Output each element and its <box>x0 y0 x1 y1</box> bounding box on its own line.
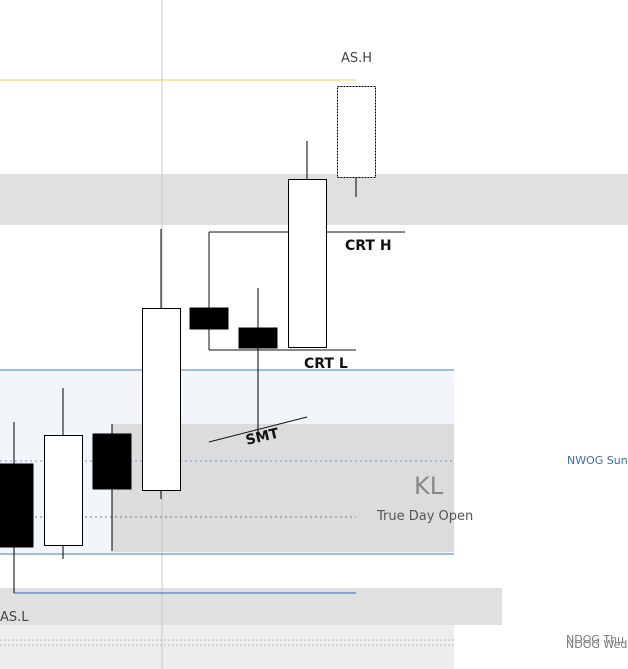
crt-low-label: CRT L <box>304 356 348 372</box>
lower-grey-zone <box>0 588 502 625</box>
bottom-grey-zone <box>0 625 454 669</box>
asia-low-label: AS.L <box>0 610 29 625</box>
candle-1 <box>0 422 34 593</box>
candle-3 <box>92 424 132 551</box>
nwog-label: NWOG Sund <box>567 454 628 467</box>
ndog-label-2: NDOG Wed <box>566 638 628 651</box>
candle-4 <box>142 229 181 499</box>
ndog-label-1: NDOG Thu <box>566 633 625 646</box>
crt-high-label: CRT H <box>345 238 392 254</box>
key-level-label: KL <box>414 472 444 500</box>
candle-6 <box>238 288 278 432</box>
candle-7 <box>288 141 327 348</box>
candle-8 <box>337 86 376 197</box>
candle-2 <box>44 388 83 559</box>
candle-5 <box>189 307 229 330</box>
true-day-open-label: True Day Open <box>377 509 474 524</box>
asia-high-label: AS.H <box>341 51 373 66</box>
